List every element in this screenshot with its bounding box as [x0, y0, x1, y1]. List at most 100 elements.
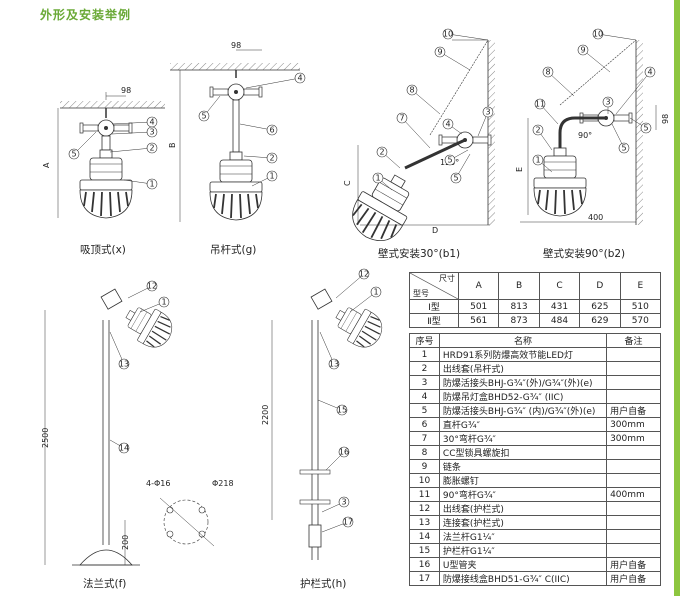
part-number-cell: 1 — [409, 347, 440, 362]
callout-leader — [411, 89, 441, 115]
part-note-cell — [606, 501, 661, 516]
part-number-cell: 17 — [409, 571, 440, 586]
callout-circle — [532, 124, 544, 136]
callout-number: 6 — [269, 126, 274, 135]
column-header: A — [457, 272, 500, 300]
accent-bar — [674, 0, 680, 596]
dimension-table: 尺寸 型号 A B C D E Ⅰ型 501 813 431 625 510 Ⅱ… — [409, 272, 662, 328]
callout-circle — [376, 146, 388, 158]
callout-number: 5 — [447, 156, 452, 165]
caption-flange: 法兰式(f) — [83, 578, 127, 590]
callout-circle — [342, 516, 354, 528]
part-note-cell — [606, 361, 661, 376]
callout-leader — [111, 121, 153, 125]
dim-a: A — [42, 162, 51, 168]
callout-number: 4 — [445, 120, 450, 129]
part-note-cell — [606, 473, 661, 488]
model-cell: Ⅱ型 — [409, 313, 459, 328]
part-name-cell: HRD91系列防爆高效节能LED灯 — [438, 347, 608, 362]
callout-circle — [592, 28, 604, 40]
callout-number: 12 — [147, 282, 157, 291]
part-note-cell: 300mm — [606, 431, 661, 446]
callout-number: 9 — [437, 48, 442, 57]
flange-mount-drawing — [44, 288, 215, 566]
dim-98-b2: 98 — [661, 114, 670, 124]
callout-number: 1 — [161, 298, 166, 307]
callout-circle — [328, 358, 340, 370]
value-cell: 629 — [579, 313, 621, 328]
callout-number: 17 — [343, 518, 353, 527]
callout-number: 1 — [149, 180, 154, 189]
caption-wall-30: 壁式安装30°(b1) — [378, 248, 461, 260]
caption-pendant: 吊杆式(g) — [210, 244, 257, 256]
part-note-cell — [606, 347, 661, 362]
callout-circle — [146, 178, 158, 190]
column-header: 序号 — [409, 333, 440, 348]
callout-number: 3 — [605, 98, 610, 107]
callout-leader — [109, 147, 153, 153]
callout-circle — [450, 172, 462, 184]
callout-circle — [358, 268, 370, 280]
part-note-cell — [606, 375, 661, 390]
callout-leader — [111, 131, 153, 135]
part-name-cell: 链条 — [438, 459, 608, 474]
dim-200: 200 — [121, 535, 130, 550]
dim-c: C — [343, 180, 352, 186]
part-name-cell: 防爆吊灯盒BHD52-G¾″ (IIC) — [438, 389, 608, 404]
callout-circle — [442, 118, 454, 130]
callout-leader — [547, 71, 575, 97]
callout-leader — [439, 51, 471, 71]
column-header: B — [498, 272, 540, 300]
part-note-cell — [606, 543, 661, 558]
callout-leader — [582, 49, 611, 73]
value-cell: 561 — [457, 313, 500, 328]
callout-number: 5 — [643, 124, 648, 133]
part-name-cell: 法兰杆G1¼″ — [438, 529, 608, 544]
callout-number: 4 — [297, 74, 302, 83]
value-cell: 501 — [457, 299, 500, 314]
dim-b: B — [168, 143, 177, 149]
part-number-cell: 2 — [409, 361, 440, 376]
caption-guardrail: 护栏式(h) — [300, 578, 347, 590]
caption-wall-90: 壁式安装90°(b2) — [543, 248, 626, 260]
value-cell: 813 — [498, 299, 540, 314]
callout-leader — [335, 273, 365, 299]
callout-number: 9 — [580, 46, 585, 55]
callout-leader — [245, 77, 301, 89]
callout-circle — [434, 46, 446, 58]
part-name-cell: 出线套(吊杆式) — [438, 361, 608, 376]
callout-number: 3 — [149, 128, 154, 137]
part-name-cell: 护栏杆G1¼″ — [438, 543, 608, 558]
wall-30-drawing — [342, 39, 495, 251]
callout-circle — [158, 296, 170, 308]
part-note-cell — [606, 389, 661, 404]
callout-circle — [294, 72, 306, 84]
part-name-cell: 出线套(护栏式) — [438, 501, 608, 516]
callout-number: 10 — [593, 30, 603, 39]
part-number-cell: 4 — [409, 389, 440, 404]
dim-98-g: 98 — [231, 41, 241, 50]
caption-ceiling: 吸顶式(x) — [80, 244, 126, 256]
page-title: 外形及安装举例 — [40, 8, 132, 22]
dim-90: 90° — [578, 131, 592, 140]
callout-leader — [401, 117, 431, 149]
part-note-cell: 用户自备 — [606, 403, 661, 418]
callout-circle — [266, 152, 278, 164]
part-note-cell: 用户自备 — [606, 557, 661, 572]
part-name-cell: 连接套(护栏式) — [438, 515, 608, 530]
callout-number: 14 — [119, 444, 129, 453]
callout-circle — [198, 110, 210, 122]
part-name-cell: 90°弯杆G¾″ — [438, 487, 608, 502]
part-number-cell: 16 — [409, 557, 440, 572]
parts-table-header: 序号 名称 备注 — [409, 333, 661, 348]
part-callouts: 4321545621109872143551098112143551211314… — [68, 28, 656, 533]
